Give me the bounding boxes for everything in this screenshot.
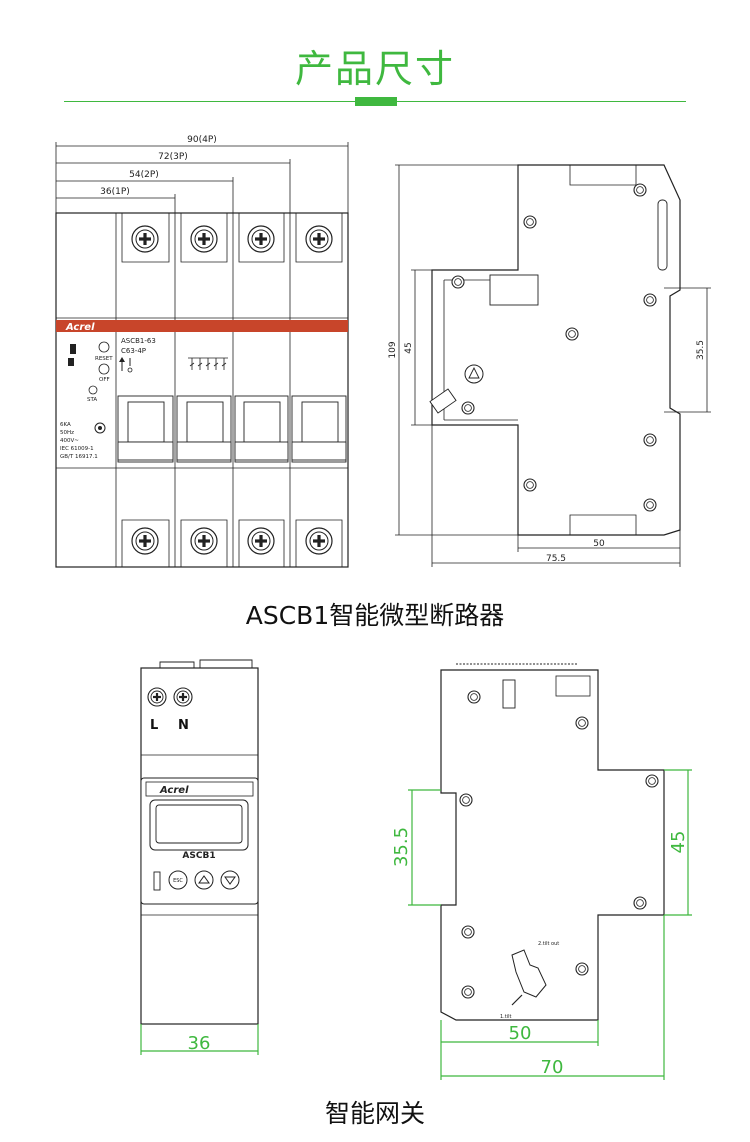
dim-depth-70: 70 [541, 1057, 564, 1078]
terminal-n-label: N [178, 718, 189, 733]
triangle-down-icon [224, 876, 236, 885]
lcd-display [155, 804, 243, 844]
off-indicator [98, 363, 110, 375]
breaker-side-view: 109 45 50 75.5 35.5 [388, 164, 711, 567]
dim-rail-45: 45 [404, 342, 414, 353]
sta-label: STA [87, 397, 97, 403]
lock-icon [70, 344, 76, 354]
tilt-out-label: 2.tilt out [538, 941, 559, 947]
gateway-caption: 智能网关 [324, 1099, 425, 1128]
tilt-label: 1.tilt [500, 1014, 512, 1020]
spec-frequency: 50Hz [60, 430, 74, 436]
breaker-front-view: 90(4P) 72(3P) 54(2P) 36(1P) [55, 135, 349, 568]
switch-indicator-icon [68, 358, 74, 366]
terminal-l-label: L [150, 718, 158, 733]
model-line-1: ASCB1-63 [121, 337, 156, 345]
trip-arrow-icon [119, 357, 133, 373]
status-slot [153, 871, 161, 891]
gateway-side-view: 2.tilt out 1.tilt 35.5 45 50 70 [391, 663, 692, 1080]
dim-clip-35-5: 35.5 [391, 827, 412, 867]
page-title: 产品尺寸 [294, 47, 455, 91]
dim-depth-50: 50 [593, 539, 605, 549]
up-button[interactable] [194, 870, 214, 890]
dim-36-1p: 36(1P) [100, 187, 130, 197]
spec-voltage: 400V~ [60, 438, 79, 444]
breaker-caption: ASCB1智能微型断路器 [245, 601, 505, 630]
spec-standard-gb: GB/T 16917.1 [60, 454, 98, 460]
sta-indicator [88, 385, 98, 395]
wiring-symbol-icon [188, 357, 228, 370]
dim-72-3p: 72(3P) [158, 152, 188, 162]
dip-switch-icon [555, 675, 591, 697]
spec-rating: 6KA [60, 422, 71, 428]
title-divider-accent [355, 97, 397, 106]
dim-90-4p: 90(4P) [187, 135, 217, 145]
dim-rail-45: 45 [668, 831, 689, 854]
reset-button[interactable] [98, 341, 110, 353]
dim-height-109: 109 [388, 341, 398, 358]
spec-standard-iec: IEC 61009-1 [60, 446, 94, 452]
esc-label: ESC [173, 878, 183, 884]
down-button[interactable] [220, 870, 240, 890]
dim-clip-35-5: 35.5 [696, 340, 706, 360]
model-line-2: C63-4P [121, 347, 146, 355]
dim-width-36: 36 [188, 1033, 211, 1054]
esc-button[interactable] [168, 870, 188, 890]
dim-depth-50: 50 [509, 1023, 532, 1044]
brand-logo-acrel: Acrel [65, 322, 95, 333]
gateway-brand-logo: Acrel [159, 785, 189, 796]
dim-depth-75-5: 75.5 [546, 554, 566, 564]
dim-54-2p: 54(2P) [129, 170, 159, 180]
gateway-model-label: ASCB1 [182, 851, 215, 861]
triangle-up-icon [198, 875, 210, 884]
gateway-front-view: L N Acrel ASCB1 ESC 36 [140, 659, 259, 1055]
reset-label: RESET [95, 356, 113, 362]
off-label: OFF [99, 377, 110, 383]
